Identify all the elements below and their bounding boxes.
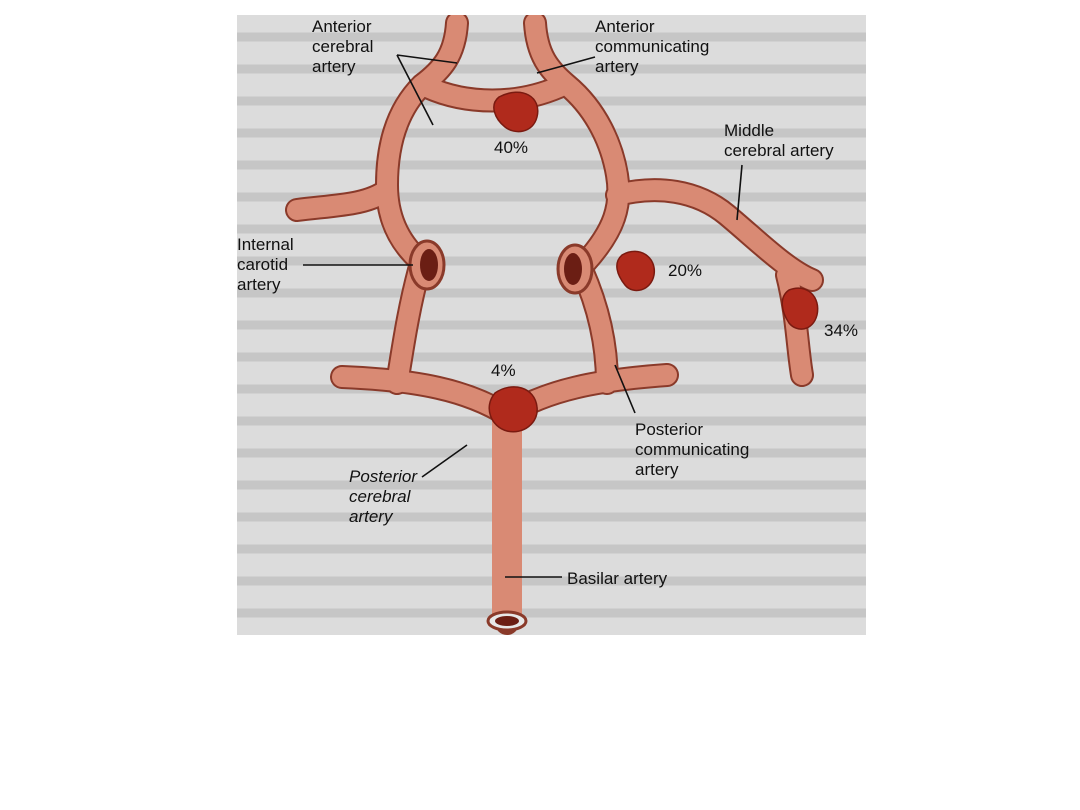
aneurysms [488, 91, 819, 433]
vessel-diagram [237, 15, 866, 635]
label-middle-cerebral-artery: Middle cerebral artery [724, 121, 834, 160]
label-basilar-artery: Basilar artery [567, 569, 668, 588]
label-anterior-cerebral-artery: Anterior cerebral artery [312, 17, 374, 76]
aneurysm-middle-cerebral-distal [781, 287, 819, 330]
label-posterior-cerebral-artery: Posterior cerebral artery [349, 467, 418, 526]
label-anterior-communicating-artery: Anterior communicating artery [595, 17, 710, 76]
percent-anterior-communicating: 40% [494, 138, 529, 157]
leader-lines [303, 54, 743, 578]
percent-middle-cerebral: 20% [668, 261, 703, 280]
aneurysm-middle-cerebral [616, 250, 655, 292]
circle-of-willis-figure: Anterior cerebral artery Anterior commun… [237, 15, 866, 635]
percent-middle-cerebral-distal: 34% [824, 321, 859, 340]
percent-basilar-tip: 4% [491, 361, 516, 380]
label-posterior-communicating-artery: Posterior communicating artery [635, 420, 750, 479]
aneurysm-anterior-communicating [493, 91, 539, 133]
aneurysm-basilar-tip [488, 386, 538, 433]
label-internal-carotid-artery: Internal carotid artery [237, 235, 294, 294]
